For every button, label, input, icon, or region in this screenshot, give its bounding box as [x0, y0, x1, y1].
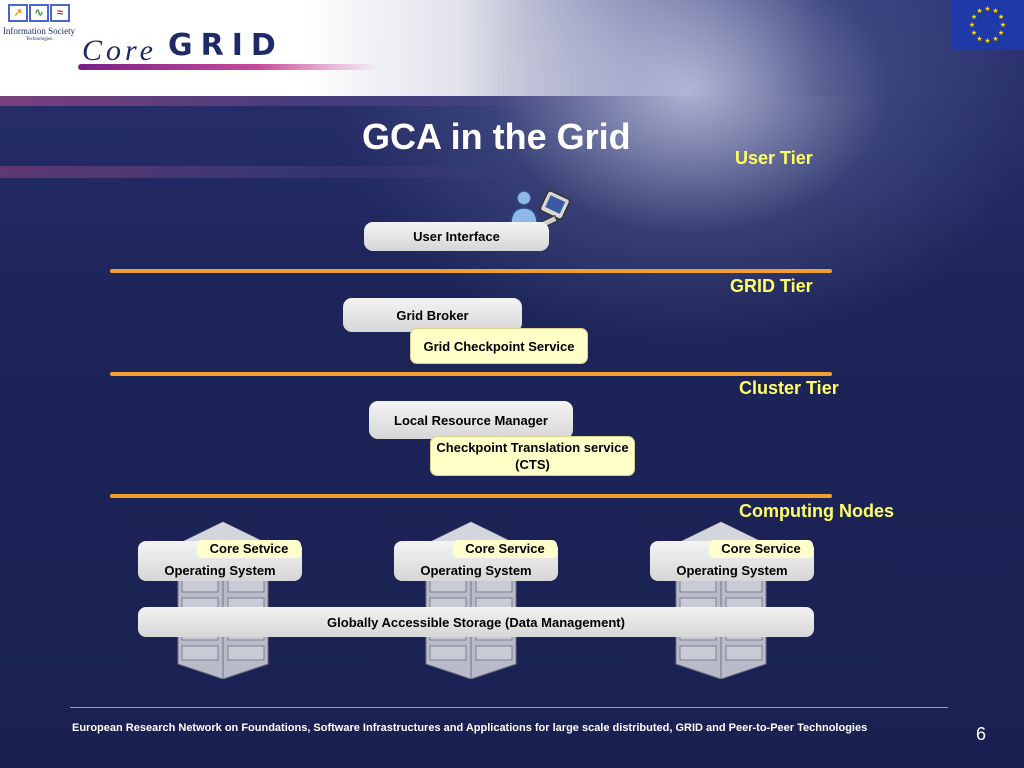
slide-title: GCA in the Grid	[362, 116, 631, 157]
svg-text:★: ★	[971, 13, 977, 21]
svg-text:★: ★	[998, 29, 1004, 37]
svg-text:★: ★	[969, 21, 975, 29]
svg-text:★: ★	[976, 35, 982, 43]
checkpoint-translation-service-box: Checkpoint Translation service (CTS)	[430, 436, 635, 476]
svg-text:★: ★	[998, 13, 1004, 21]
coregrid-logo: Core GRID	[78, 22, 378, 72]
svg-text:★: ★	[992, 7, 998, 15]
server-rack-icon	[675, 521, 767, 679]
core-service-tag: Core Setvice	[197, 540, 301, 558]
decorative-stripe	[0, 96, 620, 106]
arrow-icon: ↗	[8, 4, 28, 22]
logo-core-text: Core	[82, 34, 157, 67]
tier-divider	[110, 494, 832, 498]
svg-text:★: ★	[984, 5, 990, 13]
tier-divider	[110, 372, 832, 376]
grid-checkpoint-service-box: Grid Checkpoint Service	[410, 328, 588, 364]
wave-icon: ≈	[50, 4, 70, 22]
footer-divider	[70, 707, 948, 708]
user-interface-box: User Interface	[364, 222, 549, 251]
svg-text:★: ★	[976, 7, 982, 15]
global-storage-bar: Globally Accessible Storage (Data Manage…	[138, 607, 814, 637]
user-computer-icon	[505, 186, 577, 238]
server-rack-icon	[425, 521, 517, 679]
tier-label-cluster: Cluster Tier	[739, 378, 839, 398]
core-service-tag: Core Service	[709, 540, 813, 558]
footer-text: European Research Network on Foundations…	[72, 722, 868, 734]
operating-system-label: Operating System	[164, 563, 276, 578]
information-society-logo: ↗ ∿ ≈ Information Society Technologies	[0, 0, 78, 50]
operating-system-label: Operating System	[676, 563, 788, 578]
logo-swoosh	[78, 64, 378, 70]
core-service-tag: Core Service	[453, 540, 557, 558]
svg-text:★: ★	[1000, 21, 1006, 29]
page-number: 6	[976, 724, 987, 744]
tier-label-nodes: Computing Nodes	[739, 501, 894, 521]
logo-grid-text: GRID	[168, 28, 284, 63]
tier-label-user: User Tier	[735, 148, 813, 168]
header-band	[0, 0, 1024, 96]
logo-text: Information Society	[2, 26, 76, 36]
svg-text:★: ★	[971, 29, 977, 37]
decorative-stripe	[0, 166, 520, 178]
logo-subtext: Technologies	[25, 37, 53, 42]
svg-text:★: ★	[984, 37, 990, 45]
grid-broker-box: Grid Broker	[343, 298, 522, 332]
server-rack-icon	[177, 521, 269, 679]
svg-text:★: ★	[992, 35, 998, 43]
eu-flag-icon: ★ ★ ★ ★ ★ ★ ★ ★ ★ ★ ★ ★	[951, 0, 1024, 50]
tier-divider	[110, 269, 832, 273]
local-resource-manager-box: Local Resource Manager	[369, 401, 573, 439]
tier-label-grid: GRID Tier	[730, 276, 813, 296]
operating-system-label: Operating System	[420, 563, 532, 578]
wave-icon: ∿	[29, 4, 49, 22]
